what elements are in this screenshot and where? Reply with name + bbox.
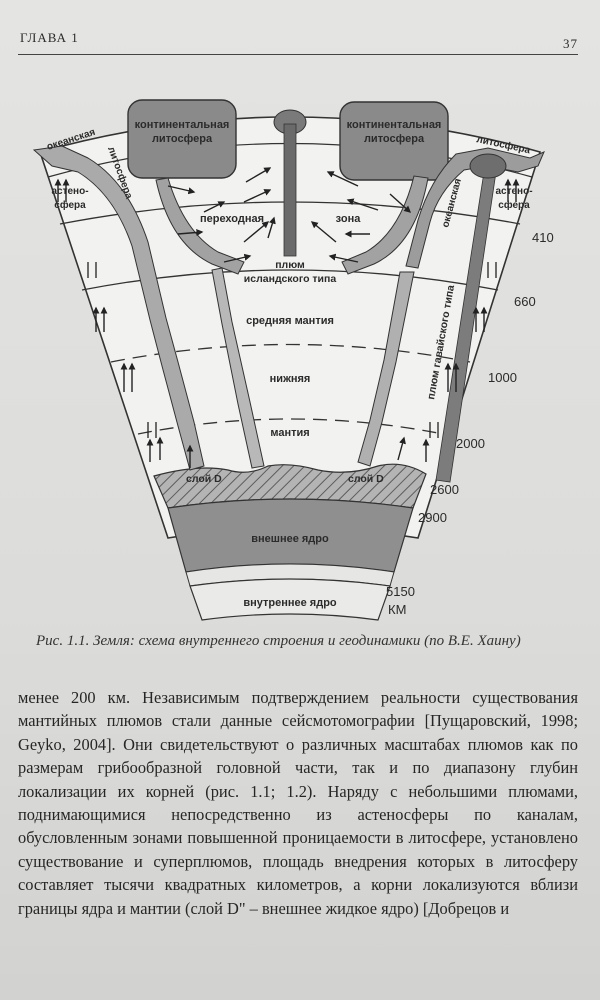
plume-hawaiian-head — [470, 154, 506, 178]
depth-unit: КМ — [388, 602, 406, 617]
depth-2600: 2600 — [430, 482, 459, 497]
earth-structure-diagram: континентальная литосфера континентальна… — [18, 62, 578, 622]
depth-1000: 1000 — [488, 370, 517, 385]
figure-caption: Рис. 1.1. Земля: схема внутреннего строе… — [36, 630, 566, 652]
label-continental-left-1: континентальная — [135, 119, 230, 131]
label-asthenosphere-left-2: сфера — [54, 199, 86, 211]
label-asthenosphere-right-1: астено- — [495, 186, 532, 197]
page-number: 37 — [563, 36, 578, 52]
label-continental-left-2: литосфера — [152, 133, 213, 145]
label-continental-right-1: континентальная — [347, 119, 442, 131]
label-plume-iceland-1: плюм — [275, 259, 305, 271]
depth-2000: 2000 — [456, 436, 485, 451]
depth-660: 660 — [514, 294, 536, 309]
earth-structure-figure: континентальная литосфера континентальна… — [18, 62, 578, 622]
label-inner-core: внутреннее ядро — [243, 597, 337, 609]
header-rule — [18, 54, 578, 55]
running-head: ГЛАВА 1 37 — [18, 30, 578, 52]
label-layer-d-left: слой D — [186, 473, 222, 485]
body-paragraph: менее 200 км. Независимым подтверждением… — [18, 686, 578, 920]
label-transition: переходная — [200, 213, 264, 225]
chapter-title: ГЛАВА 1 — [20, 30, 79, 46]
label-lower: нижняя — [270, 373, 311, 385]
label-asthenosphere-right-2: сфера — [498, 199, 530, 211]
label-outer-core: внешнее ядро — [251, 533, 329, 545]
label-layer-d-right: слой D — [348, 473, 384, 485]
label-middle-mantle: средняя мантия — [246, 315, 334, 327]
depth-2900: 2900 — [418, 510, 447, 525]
label-plume-iceland-2: исландского типа — [244, 273, 337, 285]
plume-iceland-stem — [284, 124, 296, 256]
label-zone: зона — [336, 213, 362, 225]
depth-410: 410 — [532, 230, 554, 245]
label-asthenosphere-left-1: астено- — [51, 186, 88, 197]
depth-5150: 5150 — [386, 584, 415, 599]
label-continental-right-2: литосфера — [364, 133, 425, 145]
label-mantle: мантия — [270, 427, 309, 439]
